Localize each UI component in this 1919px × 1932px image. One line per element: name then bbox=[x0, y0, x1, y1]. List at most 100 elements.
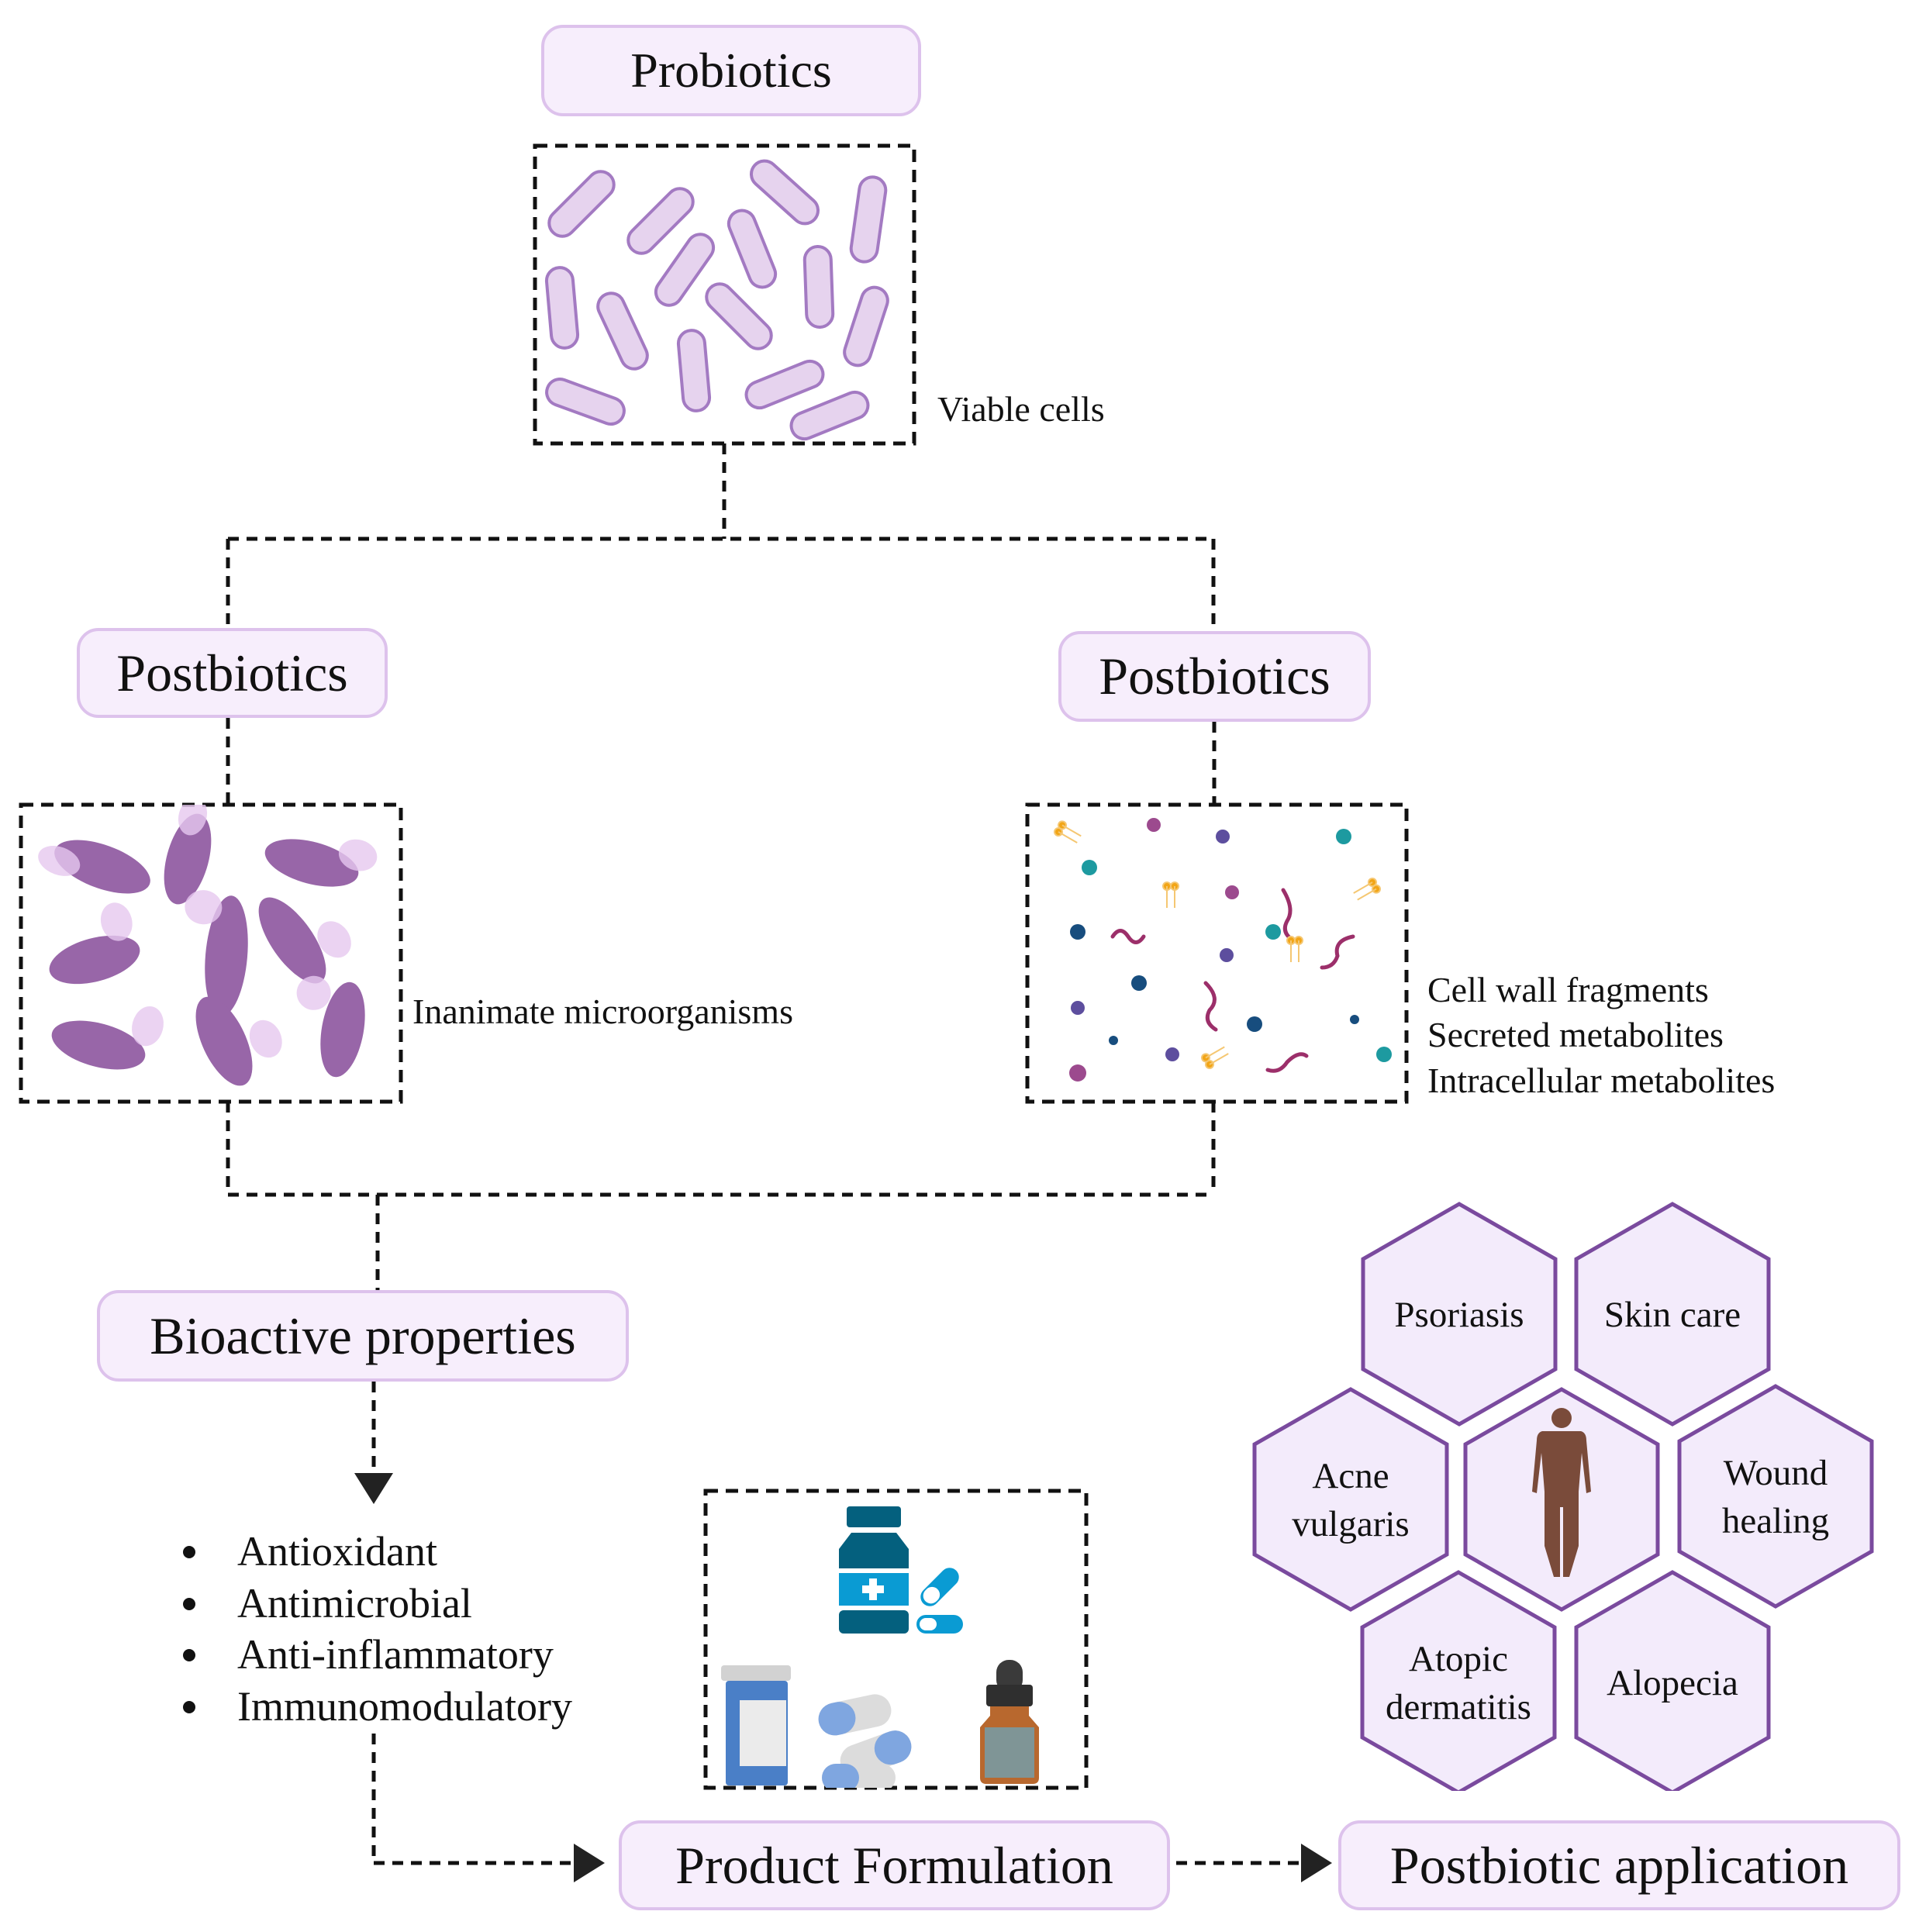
node-product-formulation-label: Product Formulation bbox=[675, 1835, 1113, 1895]
rod-cell bbox=[849, 175, 888, 264]
lysed-cell bbox=[258, 897, 351, 984]
hex-label-wound-healing: healing bbox=[1722, 1501, 1829, 1541]
molecule bbox=[1247, 1016, 1262, 1032]
bioactive-item-antioxidant: Antioxidant bbox=[183, 1526, 572, 1578]
node-bioactive-properties: Bioactive properties bbox=[97, 1290, 629, 1382]
pill-jar-icon bbox=[721, 1665, 791, 1785]
rod-cell bbox=[705, 282, 773, 350]
hexagon-shape bbox=[1252, 1387, 1449, 1612]
bioactive-item-anti-inflammatory: Anti-inflammatory bbox=[183, 1629, 572, 1681]
molecule bbox=[1071, 1001, 1085, 1015]
rod-cell bbox=[802, 245, 835, 329]
capsule-icon bbox=[916, 1568, 963, 1634]
rod-cell bbox=[545, 378, 626, 426]
lipid-molecule bbox=[1201, 1046, 1229, 1069]
hex-label-acne-vulgaris: vulgaris bbox=[1292, 1504, 1409, 1544]
node-postbiotics-right-label: Postbiotics bbox=[1099, 647, 1331, 706]
hex-human-body bbox=[1463, 1387, 1660, 1612]
caption-viable-cells: Viable cells bbox=[937, 389, 1105, 429]
hex-wound-healing: Wound healing bbox=[1677, 1384, 1874, 1609]
dropper-bottle-icon bbox=[980, 1660, 1039, 1784]
rod-cell bbox=[654, 233, 716, 307]
caption-cell-wall-fragments: Cell wall fragments bbox=[1427, 970, 1709, 1009]
molecule bbox=[1336, 829, 1351, 844]
inanimate-frame bbox=[19, 802, 403, 1104]
molecule bbox=[1070, 924, 1085, 940]
lysed-cell bbox=[164, 805, 212, 905]
polymer-strand bbox=[1110, 929, 1146, 944]
rod-cell bbox=[744, 359, 825, 410]
node-bioactive-properties-label: Bioactive properties bbox=[150, 1306, 576, 1365]
hex-psoriasis: Psoriasis bbox=[1361, 1202, 1558, 1427]
molecule bbox=[1131, 975, 1147, 991]
hexagon-shape bbox=[1361, 1202, 1558, 1427]
hexagon-shape bbox=[1574, 1202, 1771, 1427]
rod-cell bbox=[544, 266, 580, 350]
viable-cells-frame bbox=[533, 143, 916, 446]
molecule bbox=[1147, 818, 1161, 832]
rod-cell bbox=[596, 292, 649, 371]
lipid-molecule bbox=[1353, 878, 1381, 901]
hexagon-shape bbox=[1574, 1570, 1771, 1791]
lysed-cell bbox=[264, 839, 378, 887]
bioactive-item-antimicrobial: Antimicrobial bbox=[183, 1578, 572, 1630]
node-postbiotics-left: Postbiotics bbox=[77, 628, 388, 718]
molecule bbox=[1220, 948, 1234, 962]
polymer-strand bbox=[1320, 934, 1355, 970]
molecule bbox=[1109, 1036, 1118, 1045]
bioactive-item-immunomodulatory: Immunomodulatory bbox=[183, 1681, 572, 1733]
node-postbiotic-application-label: Postbiotic application bbox=[1389, 1835, 1849, 1895]
molecule bbox=[1216, 830, 1230, 844]
lysed-cell bbox=[296, 975, 365, 1078]
human-body-icon bbox=[1532, 1408, 1591, 1577]
node-product-formulation: Product Formulation bbox=[619, 1820, 1170, 1910]
components-frame bbox=[1025, 802, 1409, 1104]
hex-label-acne-vulgaris: Acne bbox=[1312, 1456, 1389, 1496]
lysed-cell bbox=[185, 890, 248, 1016]
lipid-molecule bbox=[1286, 936, 1303, 962]
node-postbiotics-right: Postbiotics bbox=[1058, 631, 1371, 722]
hex-label-wound-healing: Wound bbox=[1724, 1453, 1828, 1493]
bioactive-list: Antioxidant Antimicrobial Anti-inflammat… bbox=[183, 1526, 572, 1732]
rod-bacteria-icon bbox=[544, 159, 889, 441]
hex-label-skin-care: Skin care bbox=[1604, 1295, 1741, 1335]
polymer-strand bbox=[1265, 1052, 1309, 1073]
hex-skin-care: Skin care bbox=[1574, 1202, 1771, 1427]
rod-cell bbox=[843, 285, 889, 367]
rod-cell bbox=[789, 390, 870, 441]
caption-secreted-metabolites: Secreted metabolites bbox=[1427, 1015, 1724, 1054]
products-illustration bbox=[721, 1506, 1039, 1788]
metabolite-molecules-icon bbox=[1054, 818, 1392, 1082]
hex-acne-vulgaris: Acne vulgaris bbox=[1252, 1387, 1449, 1612]
hex-label-psoriasis: Psoriasis bbox=[1394, 1295, 1524, 1335]
molecule bbox=[1082, 860, 1097, 875]
hex-label-atopic-dermatitis: dermatitis bbox=[1386, 1687, 1531, 1727]
rod-cell bbox=[676, 329, 712, 412]
molecule bbox=[1069, 1064, 1086, 1082]
lysed-cell bbox=[195, 996, 282, 1086]
caption-inanimate-microorganisms: Inanimate microorganisms bbox=[412, 992, 793, 1031]
caption-intracellular-metabolites: Intracellular metabolites bbox=[1427, 1061, 1776, 1100]
products-frame bbox=[703, 1489, 1089, 1790]
molecule bbox=[1265, 924, 1281, 940]
rod-cell bbox=[547, 170, 616, 238]
lysed-cell bbox=[49, 902, 140, 985]
lysed-bacteria-icon bbox=[38, 805, 378, 1086]
medicine-bottle-icon bbox=[839, 1506, 909, 1634]
polymer-strand bbox=[1281, 888, 1296, 943]
hex-label-alopecia: Alopecia bbox=[1607, 1663, 1738, 1703]
rod-cell bbox=[749, 159, 820, 226]
hex-alopecia: Alopecia bbox=[1574, 1570, 1771, 1791]
hexagon-shape bbox=[1677, 1384, 1874, 1609]
rod-cell bbox=[626, 187, 695, 255]
capsules-icon bbox=[818, 1694, 912, 1788]
molecule bbox=[1350, 1015, 1359, 1024]
polymer-strand bbox=[1203, 981, 1218, 1032]
lysed-cell bbox=[51, 1006, 164, 1070]
molecule bbox=[1225, 885, 1239, 899]
node-postbiotic-application: Postbiotic application bbox=[1338, 1820, 1900, 1910]
node-postbiotics-left-label: Postbiotics bbox=[116, 643, 348, 702]
hexagon-shape bbox=[1360, 1570, 1557, 1791]
